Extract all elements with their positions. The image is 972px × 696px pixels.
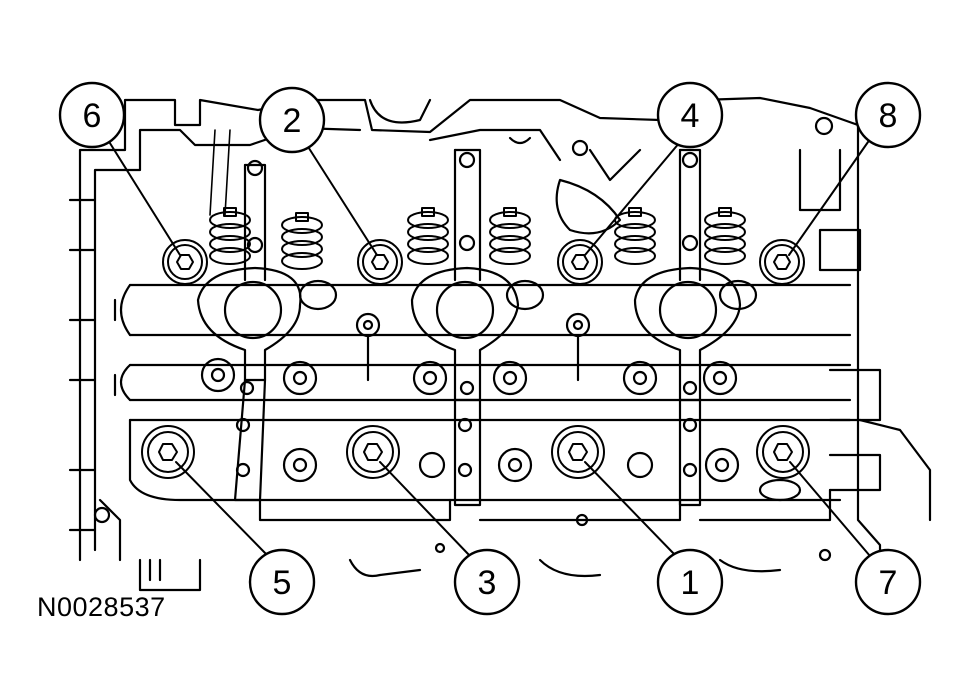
bolt-6 [162, 239, 208, 285]
head-bolts [141, 239, 810, 479]
camshaft-bores [113, 283, 852, 422]
bolt-8 [759, 239, 805, 285]
svg-text:4: 4 [681, 97, 700, 135]
lower-rail [128, 418, 842, 522]
dowel-pins [355, 312, 591, 382]
leader-lines [107, 139, 871, 557]
svg-text:8: 8 [879, 97, 898, 135]
bolt-7 [756, 425, 810, 479]
svg-text:3: 3 [478, 564, 497, 602]
callout-4: 4 [656, 81, 724, 149]
valve-springs [209, 207, 746, 270]
callouts: 6 2 4 8 5 3 1 7 [58, 81, 922, 616]
svg-text:5: 5 [273, 564, 292, 602]
bolt-2 [357, 239, 403, 285]
callout-8: 8 [854, 81, 922, 149]
bolt-1 [551, 425, 605, 479]
callout-6: 6 [58, 81, 126, 149]
bearing-cap-right [633, 148, 742, 507]
callout-3: 3 [453, 548, 521, 616]
callout-2: 2 [258, 86, 326, 154]
bolt-3 [346, 425, 400, 479]
svg-text:1: 1 [681, 564, 700, 602]
callout-7: 7 [854, 548, 922, 616]
bolt-5 [141, 425, 195, 479]
figure-id-label: N0028537 [37, 592, 166, 622]
svg-text:6: 6 [83, 97, 102, 135]
callout-1: 1 [656, 548, 724, 616]
bearing-cap-left [196, 159, 302, 502]
bearing-cap-center [410, 148, 520, 507]
callout-5: 5 [248, 548, 316, 616]
head-casting-outline [68, 96, 932, 592]
cam-lobes [200, 279, 758, 483]
bearing-caps [196, 148, 742, 507]
bolt-4 [557, 239, 603, 285]
svg-text:7: 7 [879, 564, 898, 602]
svg-text:2: 2 [283, 102, 302, 140]
